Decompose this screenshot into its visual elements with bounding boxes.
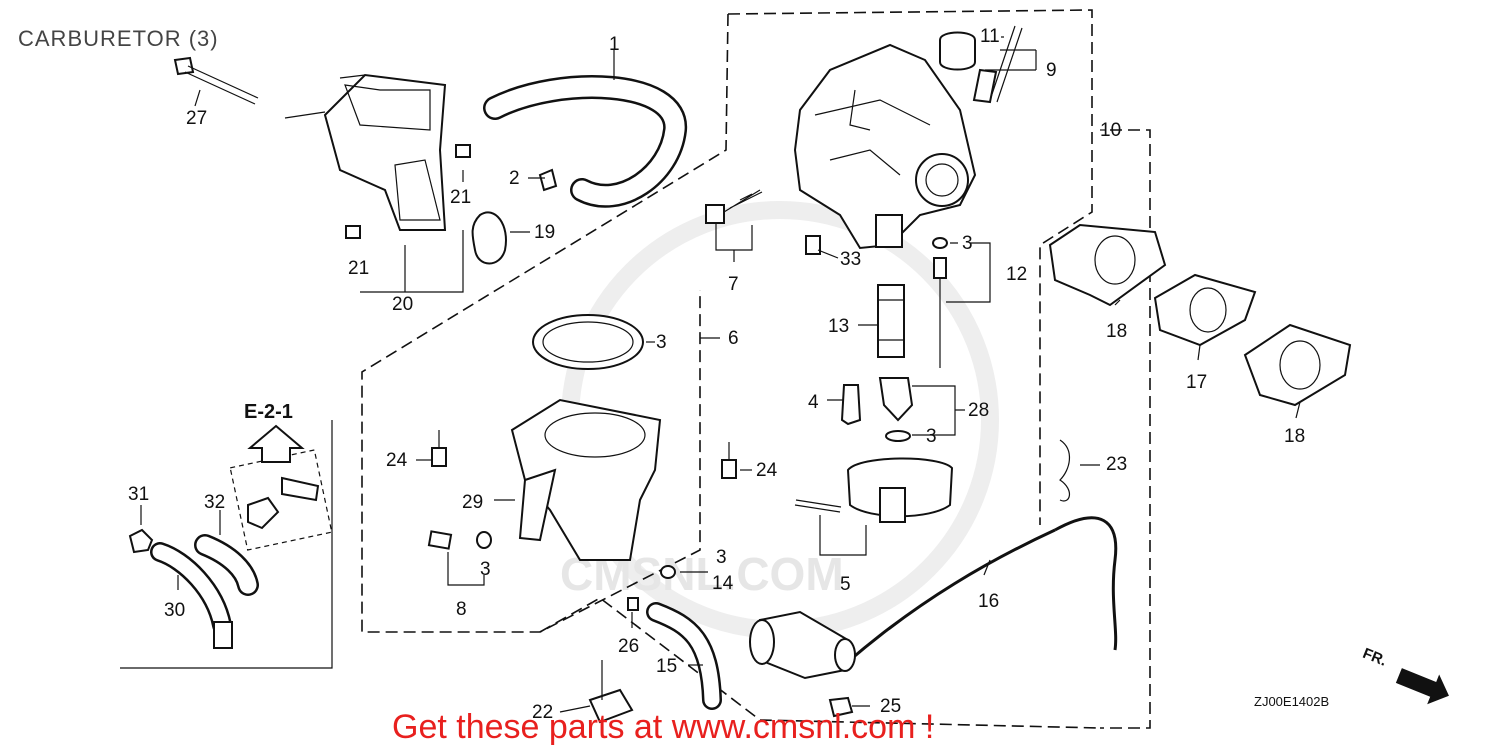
clip-26 xyxy=(627,597,639,611)
reference-arrow: E-2-1 xyxy=(244,401,305,463)
part-label-10: 10 xyxy=(1100,120,1121,141)
intake-elbow xyxy=(284,73,447,231)
part-label-30: 30 xyxy=(164,600,185,621)
part-labels: 1 2 3 3 3 3 3 4 5 6 7 8 9 10 11 12 13 14… xyxy=(128,26,1305,723)
part-label-11: 11 xyxy=(980,26,1000,47)
part-label-33: 33 xyxy=(840,249,861,270)
part-label-3: 3 xyxy=(926,426,937,447)
part-label-19: 19 xyxy=(534,222,555,243)
promo-link[interactable]: Get these parts at www.cmsnl.com ! xyxy=(392,708,934,746)
reference-label: E-2-1 xyxy=(244,401,293,423)
part-label-29: 29 xyxy=(462,492,483,513)
part-label-32: 32 xyxy=(204,492,225,513)
float-chamber-29 xyxy=(510,314,662,561)
clip-33 xyxy=(805,235,821,255)
front-label: FR. xyxy=(1360,645,1389,670)
part-label-22: 22 xyxy=(532,702,553,723)
nut-21-top xyxy=(455,144,471,158)
part-label-3: 3 xyxy=(962,233,973,254)
jet-assembly-7 xyxy=(705,189,763,251)
part-label-17: 17 xyxy=(1186,372,1207,393)
part-label-27: 27 xyxy=(186,108,207,129)
clip-2 xyxy=(538,168,558,192)
part-label-21: 21 xyxy=(348,258,369,279)
part-label-12: 12 xyxy=(1006,264,1027,285)
part-label-3: 3 xyxy=(656,332,667,353)
part-label-7: 7 xyxy=(728,274,739,295)
fuel-cut-solenoid xyxy=(749,610,856,680)
part-label-26: 26 xyxy=(618,636,639,657)
part-label-1: 1 xyxy=(609,34,620,55)
front-direction-arrow: FR. xyxy=(1360,645,1449,705)
insulator-gaskets xyxy=(1048,223,1352,407)
page-title: CARBURETOR (3) xyxy=(18,26,219,51)
part-label-25: 25 xyxy=(880,696,901,717)
assembly-frames xyxy=(120,9,1151,729)
part-label-6: 6 xyxy=(728,328,739,349)
part-label-4: 4 xyxy=(808,392,819,413)
part-label-13: 13 xyxy=(828,316,849,337)
part-label-3: 3 xyxy=(716,547,727,568)
part-label-31: 31 xyxy=(128,484,149,505)
part-label-18: 18 xyxy=(1106,321,1127,342)
jet-parts xyxy=(840,237,948,442)
clip-23 xyxy=(1059,439,1070,502)
part-label-23: 23 xyxy=(1106,454,1127,475)
screw-25 xyxy=(828,696,854,718)
diagram-code: ZJ00E1402B xyxy=(1254,694,1329,709)
bolt-27 xyxy=(173,56,259,105)
screws xyxy=(128,430,737,586)
part-label-15: 15 xyxy=(656,656,677,677)
part-label-21: 21 xyxy=(450,187,471,208)
part-label-18: 18 xyxy=(1284,426,1305,447)
part-label-9: 9 xyxy=(1046,60,1057,81)
holder-22 xyxy=(588,688,634,724)
part-label-14: 14 xyxy=(712,573,734,594)
part-label-8: 8 xyxy=(456,599,467,620)
leader-lines xyxy=(140,36,1301,713)
hose-end xyxy=(213,621,233,649)
bracket xyxy=(247,496,280,530)
float-5 xyxy=(794,457,954,556)
gasket-19 xyxy=(471,211,507,265)
part-label-24: 24 xyxy=(756,460,778,481)
carburetor-body xyxy=(793,25,1023,250)
part-label-2: 2 xyxy=(509,168,520,189)
part-label-24: 24 xyxy=(386,450,408,471)
part-label-5: 5 xyxy=(840,574,851,595)
part-label-3: 3 xyxy=(480,559,491,580)
part-label-20: 20 xyxy=(392,294,413,315)
part-label-16: 16 xyxy=(978,591,999,612)
part-label-28: 28 xyxy=(968,400,989,421)
nut-21-bottom xyxy=(345,225,361,239)
cable-16 xyxy=(1054,516,1118,651)
